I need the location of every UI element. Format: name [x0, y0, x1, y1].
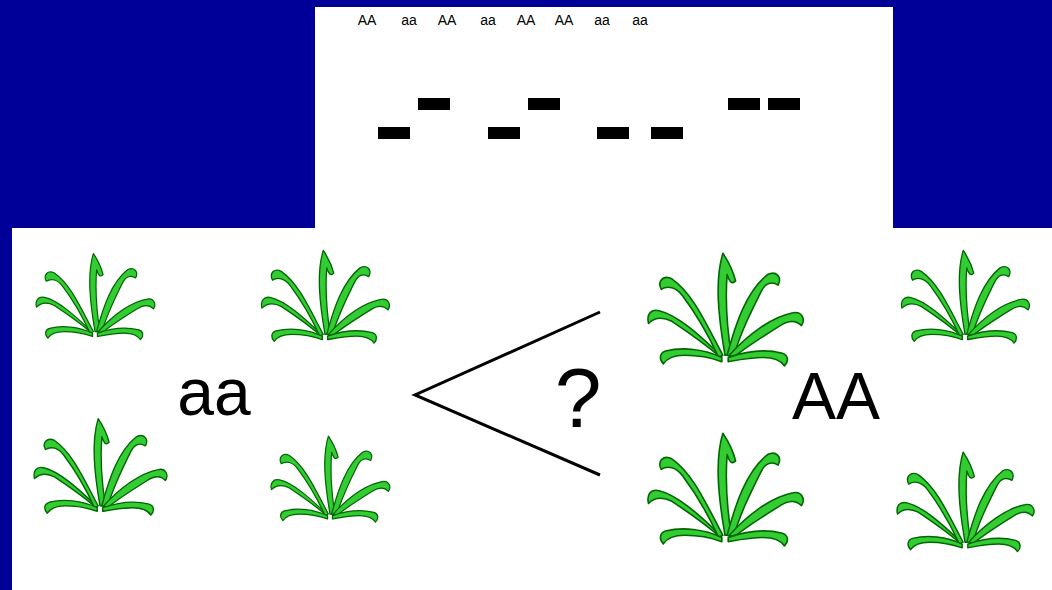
band-high — [728, 98, 760, 110]
plant-panel — [12, 228, 1052, 590]
band-high — [528, 98, 560, 110]
genotype-label: aa — [594, 13, 610, 28]
band-low — [488, 127, 520, 139]
band-high — [768, 98, 800, 110]
genotype-label: aa — [632, 13, 648, 28]
question-mark: ? — [555, 352, 602, 444]
band-low — [597, 127, 629, 139]
plant-large — [897, 452, 1034, 551]
plants — [34, 250, 1034, 551]
band-high — [418, 98, 450, 110]
band-low — [651, 127, 683, 139]
genotype-label: AA — [358, 13, 377, 28]
plant-small — [262, 250, 390, 343]
band-low — [378, 127, 410, 139]
genotype-group-label: AA — [792, 360, 880, 433]
plant-small — [34, 419, 167, 515]
genotype-group-label: aa — [177, 356, 250, 429]
marker-bands — [378, 98, 800, 139]
plant-large — [902, 250, 1030, 343]
plant-small — [271, 436, 390, 522]
plant-small — [36, 254, 155, 340]
genotype-label: aa — [480, 13, 496, 28]
genotype-label: aa — [401, 13, 417, 28]
plant-large — [648, 253, 803, 366]
genotype-label: AA — [517, 13, 536, 28]
genotype-label: AA — [438, 13, 457, 28]
genotype-label: AA — [555, 13, 574, 28]
marker-panel — [315, 7, 893, 230]
plant-large — [648, 433, 803, 546]
